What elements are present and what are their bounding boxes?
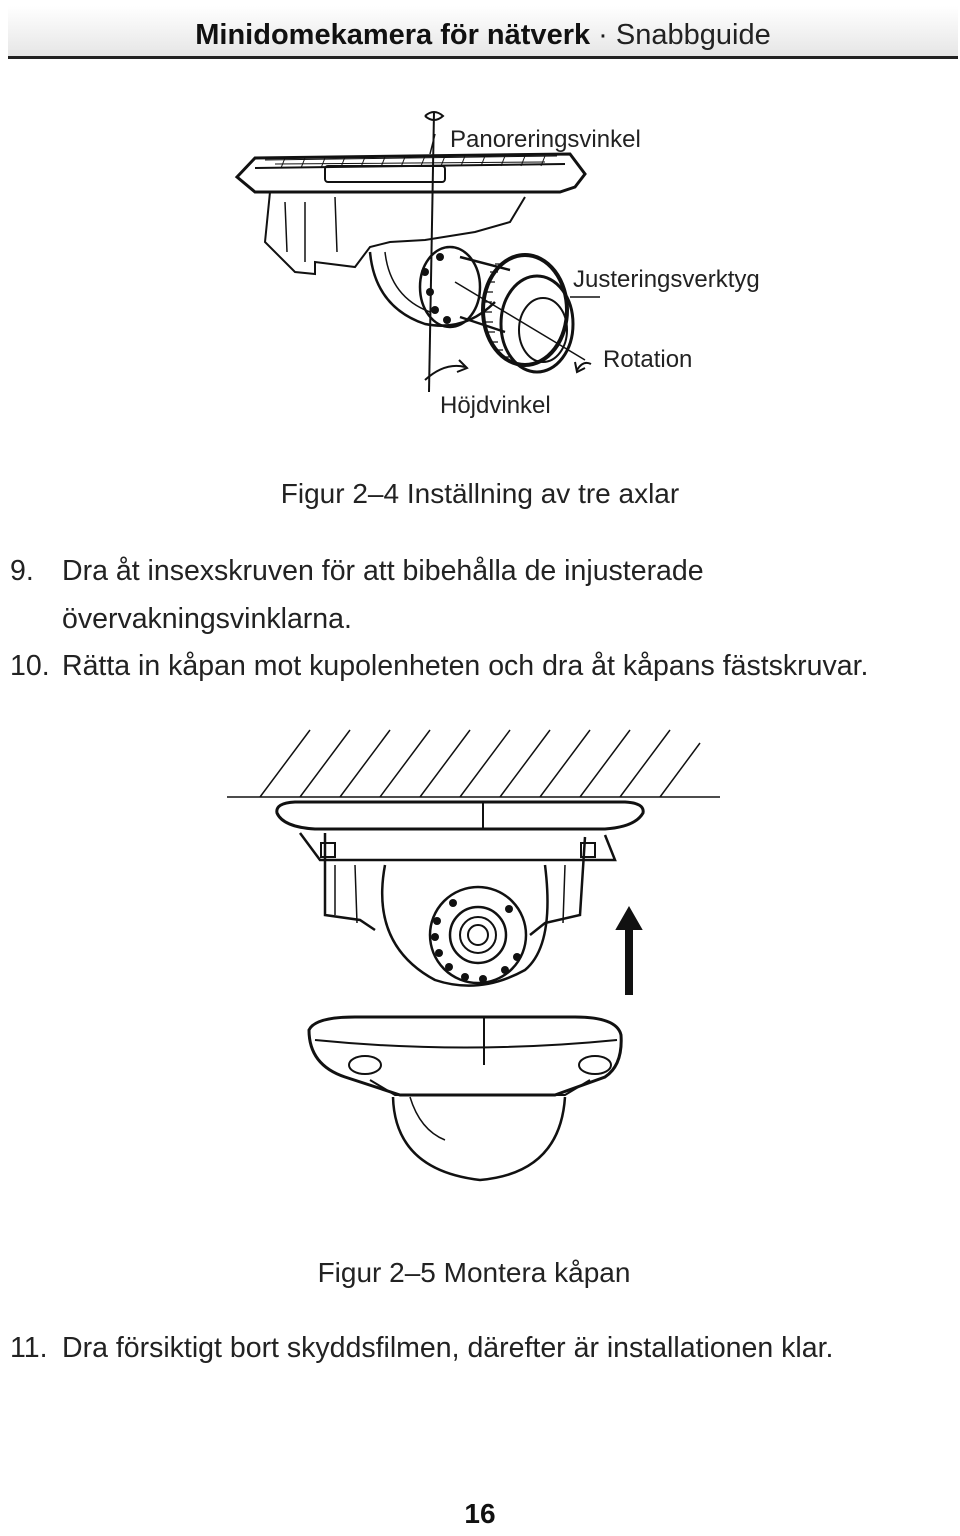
figure2-caption: Figur 2–5 Montera kåpan [317,1257,631,1288]
step-11-text: Dra försiktigt bort skyddsfilmen, däreft… [62,1332,834,1364]
step-11-number: 11. [10,1332,48,1364]
step-9-text-line1: Dra åt insexskruven för att bibehålla de… [62,555,704,587]
header-title: Minidomekamera för nätverk [195,19,591,51]
label-adjustment-tool: Justeringsverktyg [573,266,760,293]
step-10-number: 10. [10,650,50,682]
step-11: 11. Dra försiktigt bort skyddsfilmen, där… [10,1332,833,1365]
label-pan-angle: Panoreringsvinkel [450,126,641,153]
figure-three-axis-illustration [234,111,600,393]
header-text: Minidomekamera för nätverk · Snabbguide [8,18,958,52]
figure-mount-cover-illustration [227,729,720,1182]
step-9-text-line2: övervakningsvinklarna. [62,603,352,635]
step-9: 9. Dra åt insexskruven för att bibehålla … [10,555,704,588]
page-number: 16 [464,1498,496,1529]
header-subtitle: Snabbguide [615,19,771,51]
figure1-caption: Figur 2–4 Inställning av tre axlar [280,478,680,509]
step-9-number: 9. [10,555,34,587]
label-rotation: Rotation [603,346,693,373]
page-header: Minidomekamera för nätverk · Snabbguide [8,6,958,59]
header-separator: · [598,19,608,51]
step-10: 10. Rätta in kåpan mot kupolenheten och d… [10,650,868,683]
step-10-text: Rätta in kåpan mot kupolenheten och dra … [62,650,869,682]
label-tilt-angle: Höjdvinkel [440,392,551,419]
